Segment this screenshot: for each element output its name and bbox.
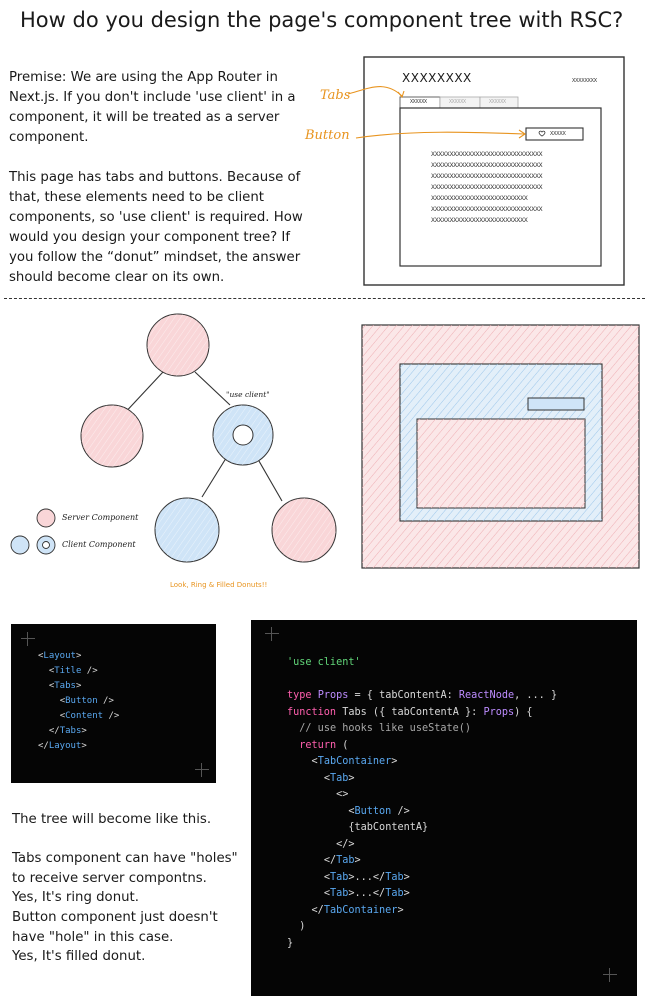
code-tabs-line: // use hooks like useState()	[299, 723, 472, 734]
code-tabs-line: <Tab>...</Tab>	[323, 888, 410, 899]
explanation-line: Yes, It's filled donut.	[12, 949, 146, 965]
button-client-box	[527, 397, 585, 411]
wire-content-line: XXXXXXXXXXXXXXXXXXXXXXXXXXXXXX	[431, 150, 543, 158]
code-tree-line: <Content />	[59, 711, 120, 721]
donut-note: Look, Ring & Filled Donuts!!	[170, 581, 268, 589]
code-tree-panel: <Layout> <Title /> <Tabs> <Button /> <Co…	[11, 624, 216, 783]
code-tabs-line: </>	[336, 838, 355, 850]
explanation-line: Button component just doesn't have "hole…	[12, 909, 218, 945]
heart-icon	[538, 130, 546, 137]
explanation-line	[12, 830, 247, 850]
code-tree-line: </Tabs>	[48, 726, 87, 736]
corner-mark	[265, 627, 279, 641]
code-tabs-panel: 'use client' type Props = { tabContentA: …	[251, 620, 637, 996]
intro-text: This page has tabs and buttons. Because …	[9, 170, 303, 285]
wire-button	[525, 127, 584, 141]
legend-server-label: Server Component	[62, 513, 139, 522]
code-tabs-line: function Tabs ({ tabContentA }: Props) {	[287, 706, 533, 718]
wire-header-title: XXXXXXXX	[402, 71, 472, 85]
code-tabs-line: <Tab>...</Tab>	[323, 871, 410, 883]
code-tabs-line: </Tab>	[323, 855, 361, 866]
explanation-line: Yes, It's ring donut.	[12, 890, 139, 906]
code-tree-line: <Title />	[48, 666, 98, 676]
code-tabs-line: )	[299, 921, 306, 932]
tree-explanation: The tree will become like this. Tabs comp…	[12, 810, 247, 967]
wireframe-frame	[363, 56, 625, 286]
wire-content-line: XXXXXXXXXXXXXXXXXXXXXXXXXXXXXX	[431, 183, 543, 191]
tabs-arrow	[347, 86, 403, 97]
wire-content-line: XXXXXXXXXXXXXXXXXXXXXXXXXX	[431, 216, 528, 224]
code-tabs-line: </TabContainer>	[311, 904, 404, 916]
premise-text: Premise: We are using the App Router in …	[9, 70, 296, 145]
code-tabs-line: }	[287, 937, 294, 949]
legend-client-filled-swatch	[10, 535, 30, 555]
wire-tab-label-1: XXXXXX	[410, 99, 427, 105]
explanation-line: Tabs component can have "holes" to recei…	[12, 851, 238, 886]
corner-mark	[603, 968, 617, 982]
code-tabs-line: <TabContainer>	[311, 756, 398, 767]
ring-hole	[232, 424, 254, 446]
page-title: How do you design the page's component t…	[20, 8, 624, 32]
wire-content-line: XXXXXXXXXXXXXXXXXXXXXXXXXX	[431, 194, 528, 202]
button-callout-label: Button	[305, 128, 350, 143]
tabs-callout-label: Tabs	[320, 88, 351, 103]
wire-content-line: XXXXXXXXXXXXXXXXXXXXXXXXXXXXXX	[431, 205, 543, 213]
component-tree-diagram	[10, 313, 337, 563]
legend-server-swatch	[36, 508, 56, 528]
wire-content-panel	[399, 107, 602, 267]
code-tree-line: </Layout>	[38, 741, 87, 751]
code-tabs-line: 'use client'	[287, 657, 361, 668]
code-tabs-line: <Button />	[348, 805, 410, 817]
corner-mark	[21, 632, 35, 646]
code-tabs-line: type Props = { tabContentA: ReactNode, .…	[287, 690, 558, 701]
edge-tabs-button	[201, 454, 229, 498]
wire-content-line: XXXXXXXXXXXXXXXXXXXXXXXXXXXXXX	[431, 172, 543, 180]
code-tabs-line: <>	[336, 789, 349, 800]
wire-tab-label-2: XXXXXX	[449, 99, 466, 105]
code-tree-line: <Button />	[59, 696, 114, 706]
wire-tab-label-3: XXXXXX	[489, 99, 506, 105]
wire-button-text: XXXXX	[550, 131, 566, 137]
legend-client-label: Client Component	[62, 540, 136, 549]
button-arrow	[355, 131, 525, 139]
code-tree-line: <Tabs>	[48, 681, 82, 691]
wireframe-sketch	[347, 56, 625, 286]
code-tabs-line: return (	[299, 739, 349, 751]
use-client-label: "use client"	[226, 390, 270, 399]
edge-layout-tabs	[194, 371, 231, 406]
code-tree-line: <Layout>	[38, 651, 82, 661]
wire-content-line: XXXXXXXXXXXXXXXXXXXXXXXXXXXXXX	[431, 161, 543, 169]
section-divider	[4, 298, 645, 299]
corner-mark	[195, 763, 209, 777]
code-tabs-line: <Tab>	[323, 772, 355, 784]
wire-header-right: XXXXXXXX	[572, 78, 597, 84]
code-tabs-line: {tabContentA}	[348, 822, 429, 833]
nested-components-illustration	[361, 324, 640, 569]
explanation-line: The tree will become like this.	[12, 812, 212, 827]
